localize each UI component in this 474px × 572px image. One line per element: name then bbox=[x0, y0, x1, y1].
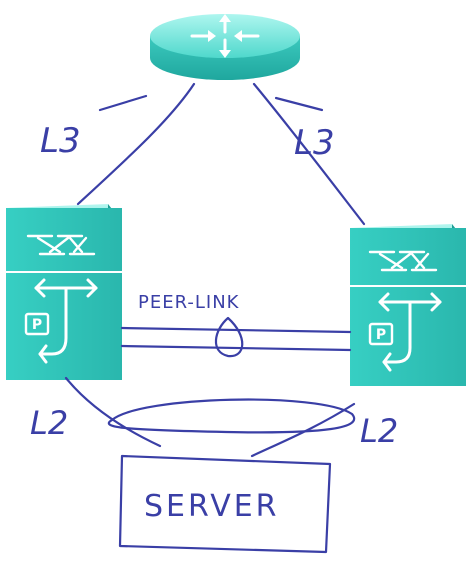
peer-link-line-top bbox=[120, 326, 352, 334]
l3-label-left: L3 bbox=[40, 121, 81, 161]
l3-link-right-tick bbox=[274, 96, 324, 112]
l3-link-right bbox=[252, 82, 366, 226]
crossbar-icon bbox=[368, 250, 438, 272]
nexus-tag-left: P bbox=[32, 317, 42, 333]
nexus-tag-box-left bbox=[24, 312, 50, 336]
l2-link-right bbox=[250, 402, 356, 458]
peer-link-line-bottom bbox=[120, 344, 352, 352]
nexus-switch-right: P bbox=[350, 224, 466, 386]
server-label: SERVER bbox=[144, 489, 280, 524]
l3-link-left bbox=[76, 82, 196, 206]
server-box bbox=[118, 454, 332, 554]
nexus-tag-box-right bbox=[368, 322, 394, 346]
l2-label-left: L2 bbox=[30, 404, 68, 442]
router bbox=[150, 14, 300, 80]
nexus-switch-icon bbox=[34, 278, 98, 364]
links bbox=[64, 82, 366, 554]
l3-label-right: L3 bbox=[294, 123, 335, 163]
switch-fabric-icon bbox=[26, 234, 96, 256]
router-icon bbox=[190, 14, 260, 58]
l3-link-left-tick bbox=[98, 94, 148, 112]
l2-label-right: L2 bbox=[360, 412, 398, 450]
nexus-tag-right: P bbox=[376, 327, 386, 343]
l2-link-left bbox=[64, 376, 162, 448]
peer-link-label: PEER-LINK bbox=[138, 292, 240, 313]
vpc-bundle bbox=[107, 398, 356, 434]
nexus-switch-icon-right bbox=[378, 292, 442, 372]
nexus-switch-left: P bbox=[6, 204, 122, 380]
peer-link-bundle bbox=[214, 316, 244, 358]
